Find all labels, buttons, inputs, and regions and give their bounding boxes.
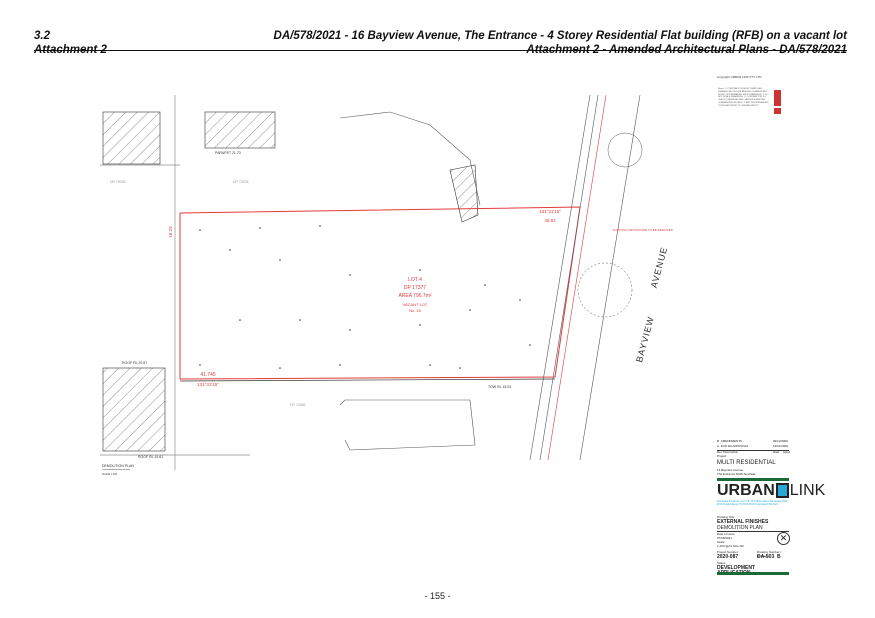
north-arrow-icon: ✕ bbox=[777, 532, 790, 545]
vacant-lot-label: VACANT LOT bbox=[403, 302, 428, 307]
south-bearing: 131°31'15" bbox=[197, 382, 219, 387]
roof-level-1: ROOF RL 20.57 bbox=[122, 361, 147, 365]
green-bar bbox=[717, 478, 789, 481]
dp-south-label: DP 74965 bbox=[290, 403, 306, 407]
tree-canopy bbox=[577, 262, 633, 318]
street-name-bayview: BAYVIEW bbox=[634, 315, 656, 363]
scale-value: 1:100 @A1 Size Sht bbox=[717, 544, 745, 548]
parapet-level: PARAPET 21.73 bbox=[215, 151, 241, 155]
crossover-note: EXISTING CROSSOVER TO BE REMOVED bbox=[613, 228, 674, 232]
tree-symbol bbox=[607, 132, 643, 168]
north-bearing: 131°31'15" bbox=[539, 209, 561, 214]
neighbour-building-sw bbox=[102, 367, 166, 452]
address-line-1: 16 Bayview Avenue bbox=[717, 468, 744, 472]
page-number: - 155 - bbox=[424, 591, 451, 601]
roof-level-2: ROOF RL 19.61 bbox=[138, 455, 163, 459]
item-number: 3.2 bbox=[34, 30, 50, 42]
drawing-number: DA-503 bbox=[757, 554, 775, 560]
drawing-title-2: DEMOLITION PLAN bbox=[717, 525, 789, 532]
project-name: MULTI RESIDENTIAL bbox=[717, 459, 776, 466]
dp-label: DP 17377 bbox=[404, 285, 426, 291]
street-name-avenue: AVENUE bbox=[649, 245, 670, 288]
lot-label: LOT 4 bbox=[408, 277, 422, 283]
header-rule bbox=[34, 50, 847, 51]
notes-logo bbox=[774, 108, 781, 114]
firm-contact: Nominated Architects: Level 7/8, 16 Char… bbox=[717, 501, 788, 506]
area-label: AREA 796.7m² bbox=[398, 293, 431, 299]
neighbour-building-n bbox=[204, 111, 276, 149]
copyright-note: Copyright URBAN LINK PTY LTD bbox=[717, 75, 762, 79]
lot-boundary bbox=[179, 206, 581, 380]
date-of-issue: 07/08/2021 bbox=[717, 536, 733, 540]
hatched-structure bbox=[449, 164, 479, 223]
lot-number-label: No. 16 bbox=[409, 308, 422, 313]
project-number-label: Project Number bbox=[717, 550, 738, 554]
existing-outline-south bbox=[339, 399, 476, 451]
status-label: Status bbox=[717, 560, 726, 565]
revision-letter: B bbox=[777, 554, 781, 560]
project-number: 2020-087 bbox=[717, 554, 739, 560]
plan-title: DEMOLITION PLAN bbox=[102, 464, 134, 468]
north-dimension: 45.82 bbox=[544, 218, 556, 223]
notes-badge bbox=[774, 90, 781, 106]
tow-level: TOW RL 15.03 bbox=[488, 385, 511, 389]
drawing-number-label: Drawing Number / Revision bbox=[757, 550, 782, 558]
existing-outline-north bbox=[339, 111, 481, 206]
drawing-title-1: EXTERNAL FINISHES bbox=[717, 518, 769, 525]
dp-north-label: DP 75025 bbox=[233, 180, 249, 184]
address-line-2: The Entrance NSW Australia bbox=[717, 472, 756, 476]
green-bar-bottom bbox=[717, 572, 789, 575]
neighbour-building-nw bbox=[102, 111, 161, 165]
west-dimension: 18.29 bbox=[168, 226, 173, 238]
general-notes: Notes: 1. CONTRACTOR MUST VERIFY ALL DIM… bbox=[718, 88, 769, 107]
application-title: DA/578/2021 - 16 Bayview Avenue, The Ent… bbox=[273, 30, 847, 42]
spot-level-points bbox=[199, 225, 531, 369]
drawing-title-label: Drawing Title bbox=[717, 515, 735, 519]
south-dimension: 41.745 bbox=[200, 372, 216, 378]
plan-scale: SCALE 1:100 bbox=[102, 473, 118, 476]
project-label: Project bbox=[717, 454, 727, 458]
date-label: Date of Issue bbox=[717, 532, 735, 536]
dp-west-label: DP 75025 bbox=[110, 180, 126, 184]
scale-label: Scale bbox=[717, 540, 725, 544]
